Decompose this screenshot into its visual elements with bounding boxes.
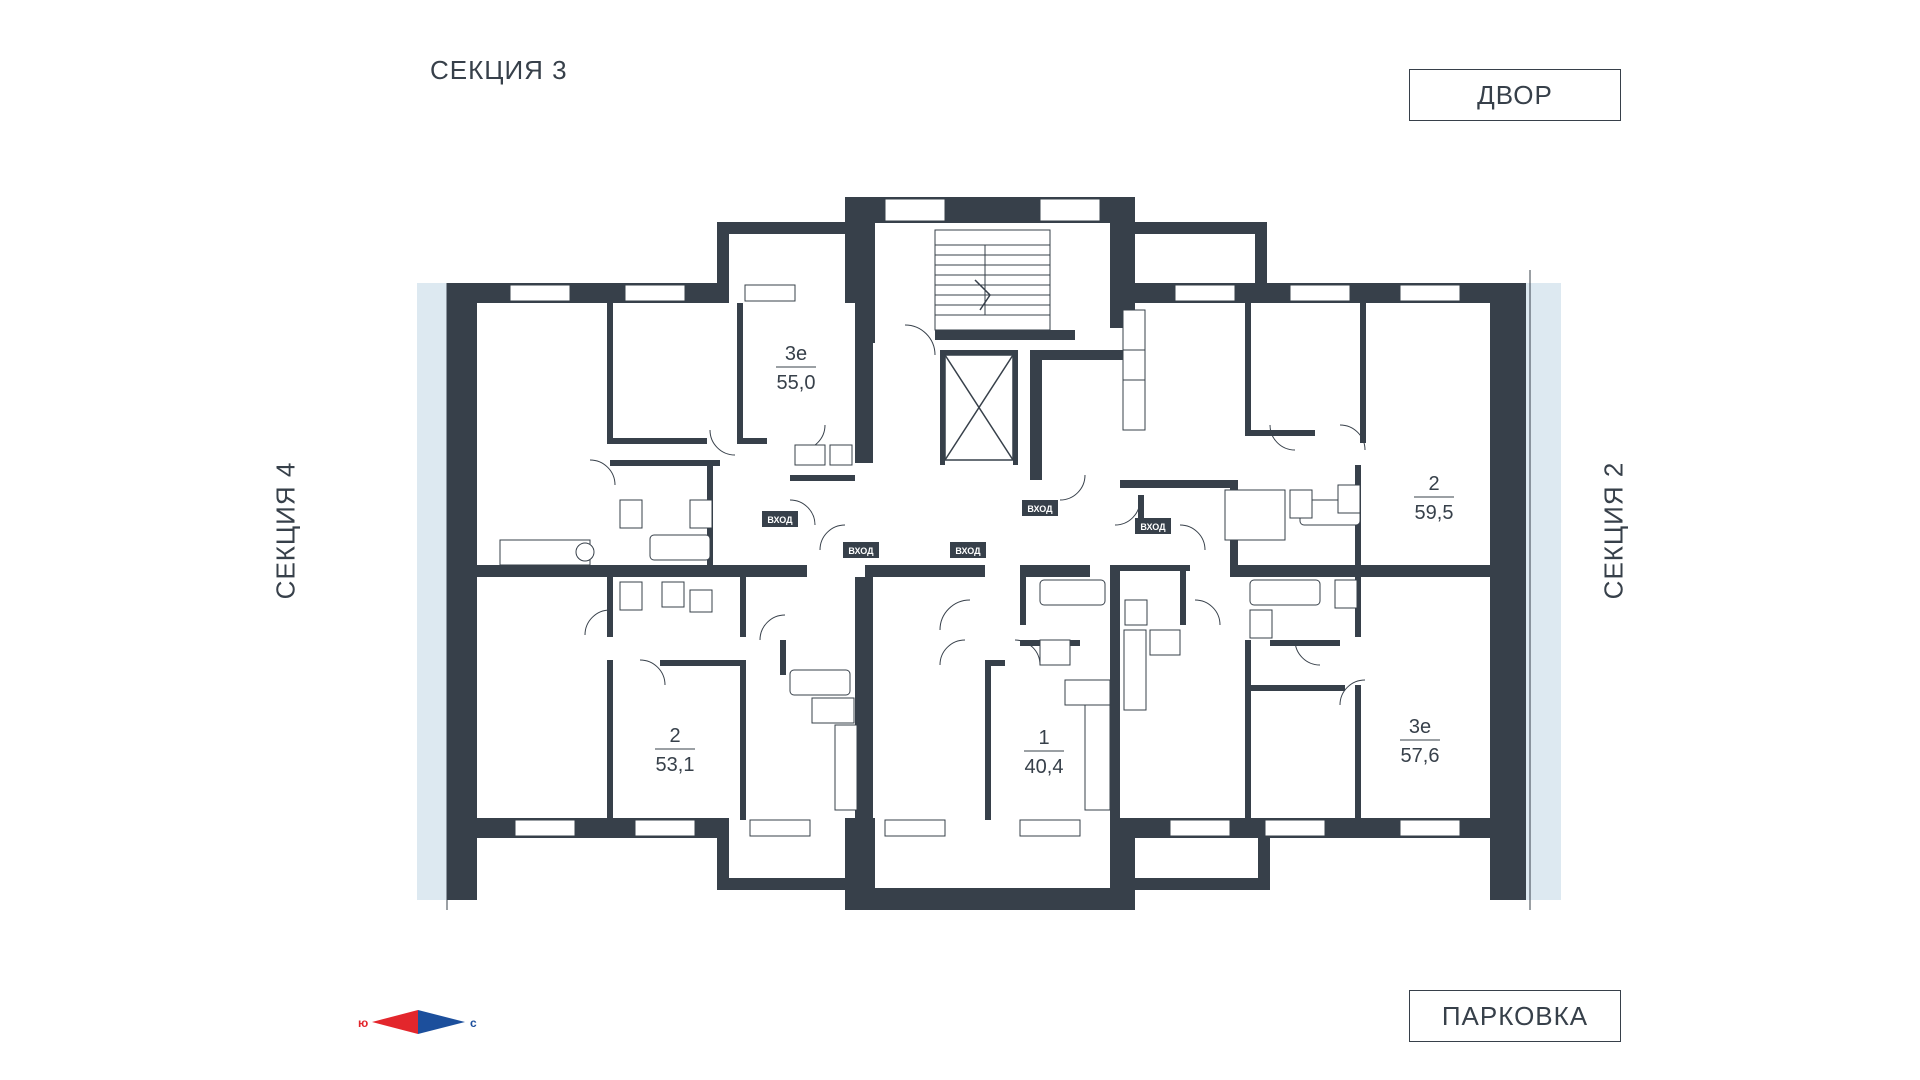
entrance-label: ВХОД <box>767 515 793 525</box>
entrance-label: ВХОД <box>848 546 874 556</box>
windows <box>509 198 1461 837</box>
entrance-label: ВХОД <box>955 546 981 556</box>
svg-text:3е: 3е <box>1409 716 1431 738</box>
apartment-label-nw: 3е 55,0 <box>776 343 816 394</box>
svg-text:59,5: 59,5 <box>1415 502 1454 524</box>
apartment-label-se: 3е 57,6 <box>1400 716 1440 767</box>
compass-south-label: ю <box>358 1016 368 1030</box>
interior-walls <box>477 223 1490 820</box>
svg-text:3е: 3е <box>785 343 807 365</box>
compass-south-arrow <box>372 1010 418 1034</box>
svg-text:2: 2 <box>1428 473 1439 495</box>
door-swings <box>584 324 1366 706</box>
fixtures <box>499 309 1361 811</box>
entrance-marker: ВХОД <box>843 542 879 558</box>
svg-text:2: 2 <box>669 725 680 747</box>
staircase <box>934 229 1051 331</box>
svg-text:55,0: 55,0 <box>777 372 816 394</box>
svg-text:57,6: 57,6 <box>1401 745 1440 767</box>
apartment-label-sw: 2 53,1 <box>655 725 695 776</box>
entrance-marker: ВХОД <box>1022 500 1058 516</box>
svg-text:1: 1 <box>1038 727 1049 749</box>
neighbor-section-right <box>1526 270 1561 910</box>
yard-label: ДВОР <box>1409 69 1621 121</box>
elevator-shaft <box>944 354 1014 461</box>
neighbor-section-left <box>417 283 448 910</box>
compass-north-arrow <box>418 1010 465 1034</box>
compass-north-label: с <box>470 1016 477 1030</box>
apartment-label-s: 1 40,4 <box>1024 727 1064 778</box>
entrance-label: ВХОД <box>1027 504 1053 514</box>
compass: ю с <box>358 1010 477 1034</box>
apartment-label-ne: 2 59,5 <box>1414 473 1454 524</box>
entrance-markers: ВХОД ВХОД ВХОД ВХОД ВХОД <box>762 500 1171 558</box>
parking-label: ПАРКОВКА <box>1409 990 1621 1042</box>
section-3-label: СЕКЦИЯ 3 <box>430 55 568 85</box>
svg-text:53,1: 53,1 <box>656 754 695 776</box>
entrance-marker: ВХОД <box>1135 518 1171 534</box>
entrance-marker: ВХОД <box>950 542 986 558</box>
entrance-label: ВХОД <box>1140 522 1166 532</box>
entrance-marker: ВХОД <box>762 511 798 527</box>
svg-text:40,4: 40,4 <box>1025 756 1064 778</box>
